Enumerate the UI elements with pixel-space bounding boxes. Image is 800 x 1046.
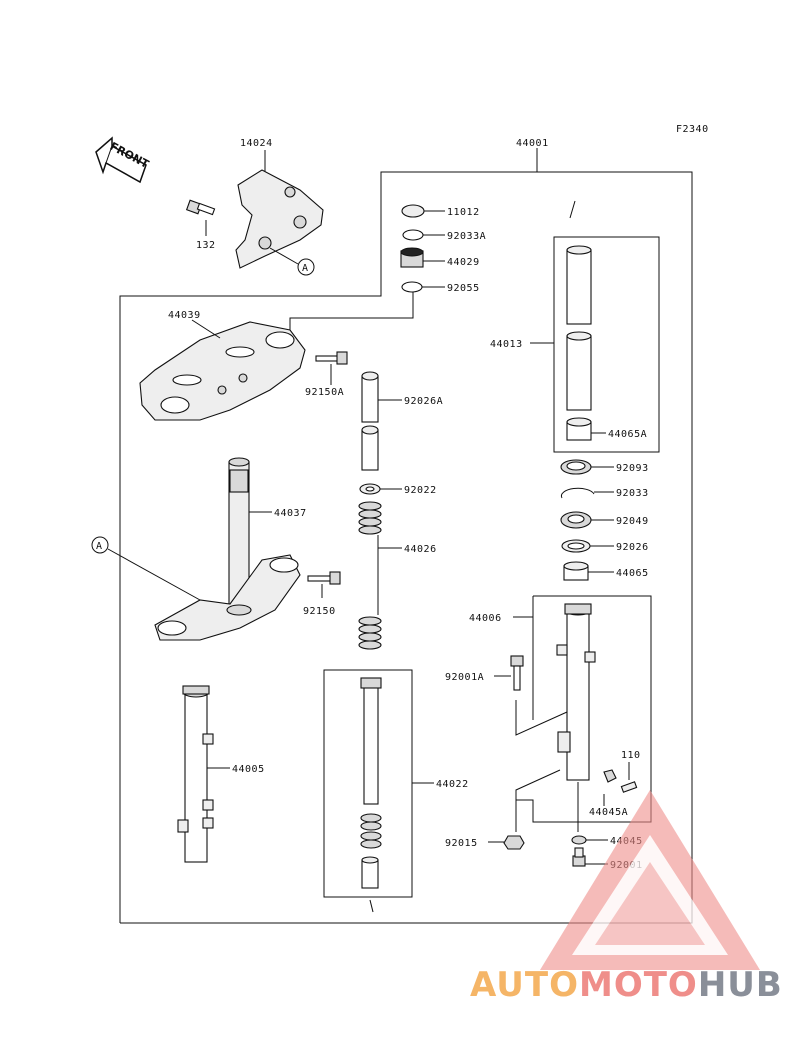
label-44029: 44029 [447, 257, 480, 268]
label-92150A: 92150A [305, 387, 344, 398]
label-92001A: 92001A [445, 672, 484, 683]
part-44065-bushing: 44065 [563, 561, 649, 581]
label-92033: 92033 [616, 488, 649, 499]
part-92033-circlip: 92033 [560, 487, 649, 499]
label-44013: 44013 [490, 339, 523, 350]
label-92026: 92026 [616, 542, 649, 553]
part-11012-cap: 11012 [401, 204, 480, 218]
front-arrow: FRONT [95, 136, 151, 184]
label-92022: 92022 [404, 485, 437, 496]
label-44022: 44022 [436, 779, 469, 790]
part-92026A-spacer: 92026A [361, 371, 443, 471]
part-44029-nut: 44029 [400, 247, 480, 268]
label-44001: 44001 [516, 138, 549, 149]
label-92150: 92150 [303, 606, 336, 617]
part-110-screw: 110 [620, 750, 641, 793]
part-92033A-ring: 92033A [402, 229, 486, 242]
label-11012: 11012 [447, 207, 480, 218]
label-44045A: 44045A [589, 807, 628, 818]
figure-code: F2340 [676, 124, 709, 135]
watermark-part3: HUB [698, 965, 783, 1005]
label-92049: 92049 [616, 516, 649, 527]
part-92093-seal: 92093 [560, 459, 649, 475]
label-44065A: 44065A [608, 429, 647, 440]
label-14024: 14024 [240, 138, 273, 149]
label-92093: 92093 [616, 463, 649, 474]
part-44039-upper-bracket: 44039 [139, 310, 306, 421]
label-44039: 44039 [168, 310, 201, 321]
label-92055: 92055 [447, 283, 480, 294]
watermark-text: AUTOMOTOHUB [470, 965, 783, 1005]
label-110: 110 [621, 750, 641, 761]
part-44026-spring: 44026 [358, 501, 437, 650]
label-44006: 44006 [469, 613, 502, 624]
part-44037-stem: 44037 [154, 457, 307, 641]
label-92026A: 92026A [404, 396, 443, 407]
part-44045A-gasket: 44045A [589, 769, 628, 818]
part-44005-fork-tube: 44005 [177, 685, 265, 863]
part-132-bolt: 132 [185, 199, 216, 251]
part-92022-washer: 92022 [359, 483, 437, 496]
watermark-part2: MOTO [579, 965, 698, 1005]
part-92055-oring: 92055 [289, 281, 480, 340]
part-44013-inner-tube: 44013 [490, 200, 660, 453]
ref-marker-a-top: A [302, 263, 309, 274]
watermark-logo [540, 790, 760, 970]
label-44005: 44005 [232, 764, 265, 775]
part-92015-nut: 92015 [445, 769, 561, 850]
label-92015: 92015 [445, 838, 478, 849]
part-92026-washer: 92026 [561, 539, 649, 553]
watermark-part1: AUTO [470, 965, 579, 1005]
part-44006-outer-tube: 44006 [469, 595, 652, 823]
label-44037: 44037 [274, 508, 307, 519]
label-132: 132 [196, 240, 216, 251]
label-44026: 44026 [404, 544, 437, 555]
part-92001A-bolt: 92001A [445, 655, 568, 736]
part-44022-damper-rod: 44022 [323, 669, 469, 913]
label-44065: 44065 [616, 568, 649, 579]
svg-text:A: A [96, 541, 103, 552]
part-92150-bolt: 92150 [303, 571, 341, 617]
ref-marker-a-left: A [91, 536, 201, 601]
part-14024-bracket: 14024 A [235, 138, 324, 276]
part-44065A-bushing: 44065A [566, 417, 647, 441]
part-92049-oil-seal: 92049 [560, 511, 649, 529]
label-92033A: 92033A [447, 231, 486, 242]
part-92150A-bolt: 92150A [305, 351, 348, 398]
